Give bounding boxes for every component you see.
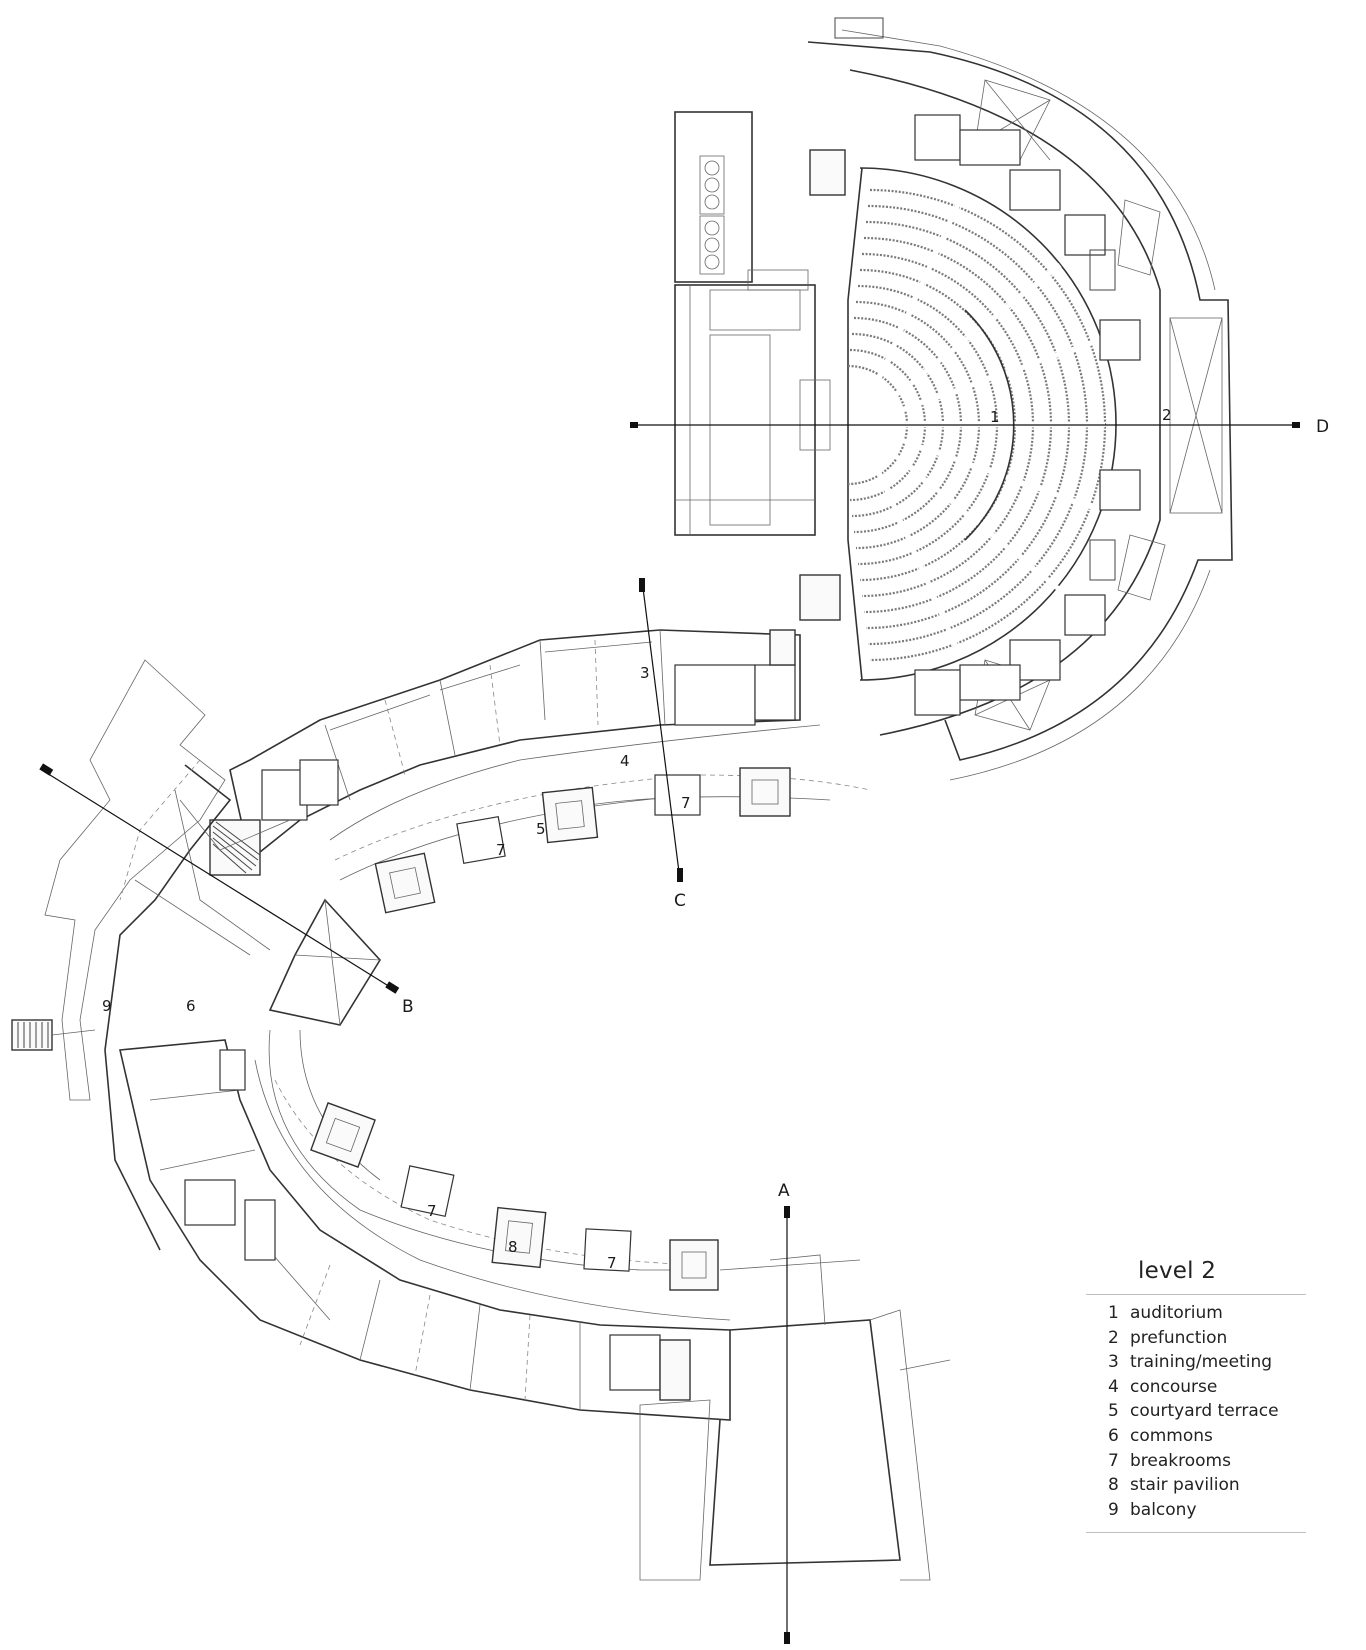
legend-item-label: training/meeting	[1130, 1352, 1273, 1373]
legend-item-number: 1	[1108, 1303, 1119, 1323]
section-marker-c: C	[674, 891, 686, 911]
legend-item: 9 balcony	[1108, 1498, 1306, 1523]
legend-item: 7 breakrooms	[1108, 1449, 1306, 1474]
legend-item-number: 7	[1108, 1450, 1119, 1471]
room-tag-commons: 6	[186, 997, 196, 1015]
stage-house	[674, 284, 816, 536]
legend-item-label: balcony	[1130, 1499, 1197, 1520]
legend-item-label: auditorium	[1130, 1303, 1223, 1323]
legend-item: 5 courtyard terrace	[1108, 1399, 1306, 1424]
legend-item-label: concourse	[1130, 1376, 1218, 1397]
section-marker-a: A	[778, 1181, 790, 1201]
legend-list: 1 auditorium 2 prefunction 3 training/meeti…	[1086, 1301, 1306, 1522]
west-stair	[11, 1019, 53, 1051]
section-marker-b: B	[402, 997, 414, 1017]
legend-item: 2 prefunction	[1108, 1326, 1306, 1351]
legend-item: 6 commons	[1108, 1424, 1306, 1449]
legend-item-number: 3	[1108, 1352, 1119, 1373]
room-tag-breakroom-3: 7	[427, 1202, 437, 1220]
section-line-c	[639, 578, 683, 882]
prefunction-lobby-bay	[1169, 317, 1223, 514]
south-end-hall	[709, 1319, 901, 1566]
room-tag-stair-pavilion: 8	[508, 1238, 518, 1256]
legend-item-label: breakrooms	[1130, 1450, 1231, 1471]
legend-title: level 2	[1138, 1258, 1217, 1284]
courtyard-pavilions-south	[274, 1079, 719, 1291]
room-tag-auditorium: 1	[990, 408, 1000, 426]
legend-item-label: commons	[1130, 1425, 1213, 1446]
office-bar-south	[119, 1029, 951, 1581]
section-line-b	[39, 763, 400, 994]
legend-item: 3 training/meeting	[1108, 1350, 1306, 1375]
legend-item-number: 9	[1108, 1499, 1119, 1520]
section-marker-d: D	[1316, 417, 1329, 437]
room-tag-concourse: 4	[620, 752, 630, 770]
auditorium-outer-shell	[807, 41, 1233, 761]
room-tag-breakroom-1: 7	[681, 794, 691, 812]
room-tag-breakroom-4: 7	[607, 1254, 617, 1272]
legend-item-label: stair pavilion	[1130, 1475, 1240, 1496]
legend-item-number: 4	[1108, 1376, 1119, 1397]
room-tag-training: 3	[640, 664, 650, 682]
mechanical-yard	[674, 111, 753, 283]
section-line-d	[630, 422, 1300, 428]
legend: level 2 1 auditorium 2 prefunction 3 traini…	[1086, 1258, 1306, 1539]
legend-item: 4 concourse	[1108, 1375, 1306, 1400]
legend-bottom-rule	[1086, 1532, 1306, 1534]
legend-item-number: 8	[1108, 1475, 1119, 1496]
west-commons	[11, 659, 381, 1251]
room-tag-terrace: 5	[536, 820, 546, 838]
legend-item-number: 6	[1108, 1425, 1119, 1446]
section-line-a	[784, 1206, 790, 1644]
commons-outer-wall	[104, 764, 232, 1251]
legend-item: 1 auditorium	[1108, 1301, 1306, 1326]
legend-item-label: prefunction	[1130, 1327, 1228, 1348]
room-tag-balcony: 9	[102, 997, 112, 1015]
legend-item-number: 5	[1108, 1401, 1119, 1422]
room-tag-prefunction: 2	[1162, 406, 1172, 424]
courtyard-pavilions-north	[334, 767, 871, 914]
legend-top-rule	[1086, 1294, 1306, 1295]
legend-item-label: courtyard terrace	[1130, 1401, 1279, 1422]
commons-stair-pavilion	[268, 898, 381, 1026]
legend-item: 8 stair pavilion	[1108, 1473, 1306, 1498]
office-bar-north	[209, 629, 831, 876]
legend-item-number: 2	[1108, 1327, 1119, 1348]
room-tag-breakroom-2: 7	[496, 841, 506, 859]
north-stair	[209, 819, 261, 876]
rooftop-fans	[699, 155, 725, 275]
